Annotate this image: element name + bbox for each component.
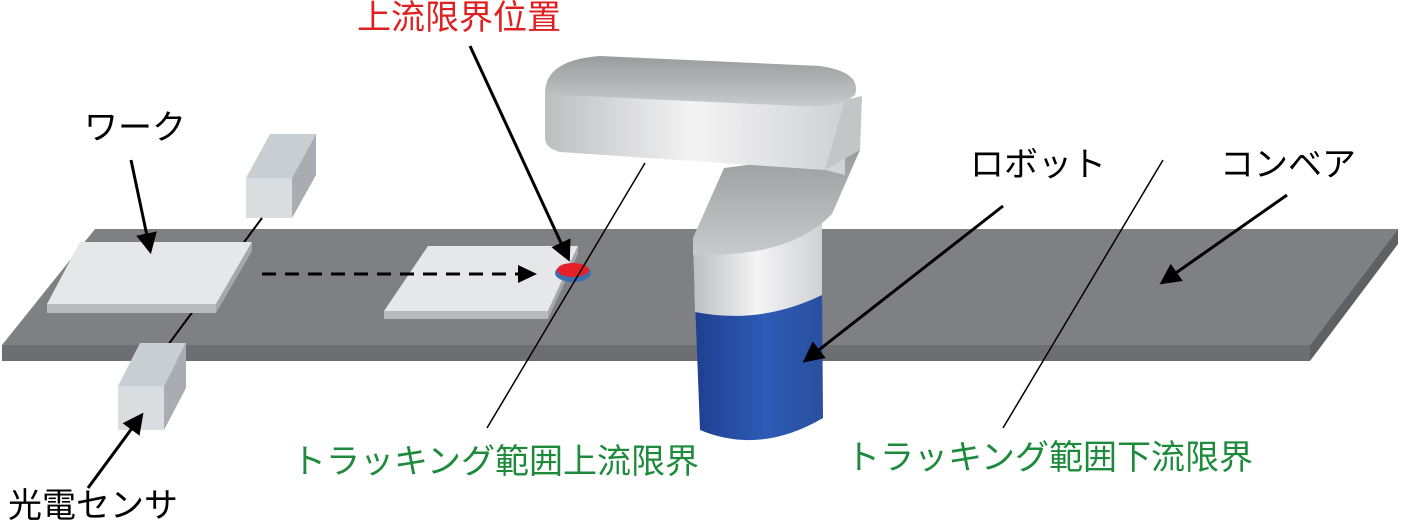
work-movement-arrow-head bbox=[518, 265, 537, 283]
work-pointer bbox=[129, 159, 157, 255]
conveyor-pointer bbox=[1159, 193, 1288, 285]
upstream-limit-marker bbox=[555, 263, 591, 282]
label-upstream-limit-position: 上流限界位置 bbox=[357, 0, 561, 38]
label-tracking-upstream-limit: トラッキング範囲上流限界 bbox=[292, 442, 699, 482]
label-tracking-downstream-limit: トラッキング範囲下流限界 bbox=[846, 438, 1253, 478]
tracking-upstream-limit-line bbox=[486, 162, 646, 429]
label-conveyor: コンベア bbox=[1220, 145, 1356, 185]
tracking-downstream-limit-line bbox=[1002, 159, 1164, 429]
label-work: ワーク bbox=[84, 108, 186, 148]
robot bbox=[545, 56, 862, 441]
robot-pointer bbox=[802, 204, 1004, 363]
label-photo-sensor: 光電センサ bbox=[8, 486, 178, 526]
work-piece-1 bbox=[47, 242, 252, 313]
upstream-limit-pointer bbox=[468, 45, 571, 262]
label-robot: ロボット bbox=[970, 145, 1106, 185]
photo-sensor-pointer bbox=[86, 412, 144, 489]
photo-sensor-upper bbox=[246, 134, 316, 218]
